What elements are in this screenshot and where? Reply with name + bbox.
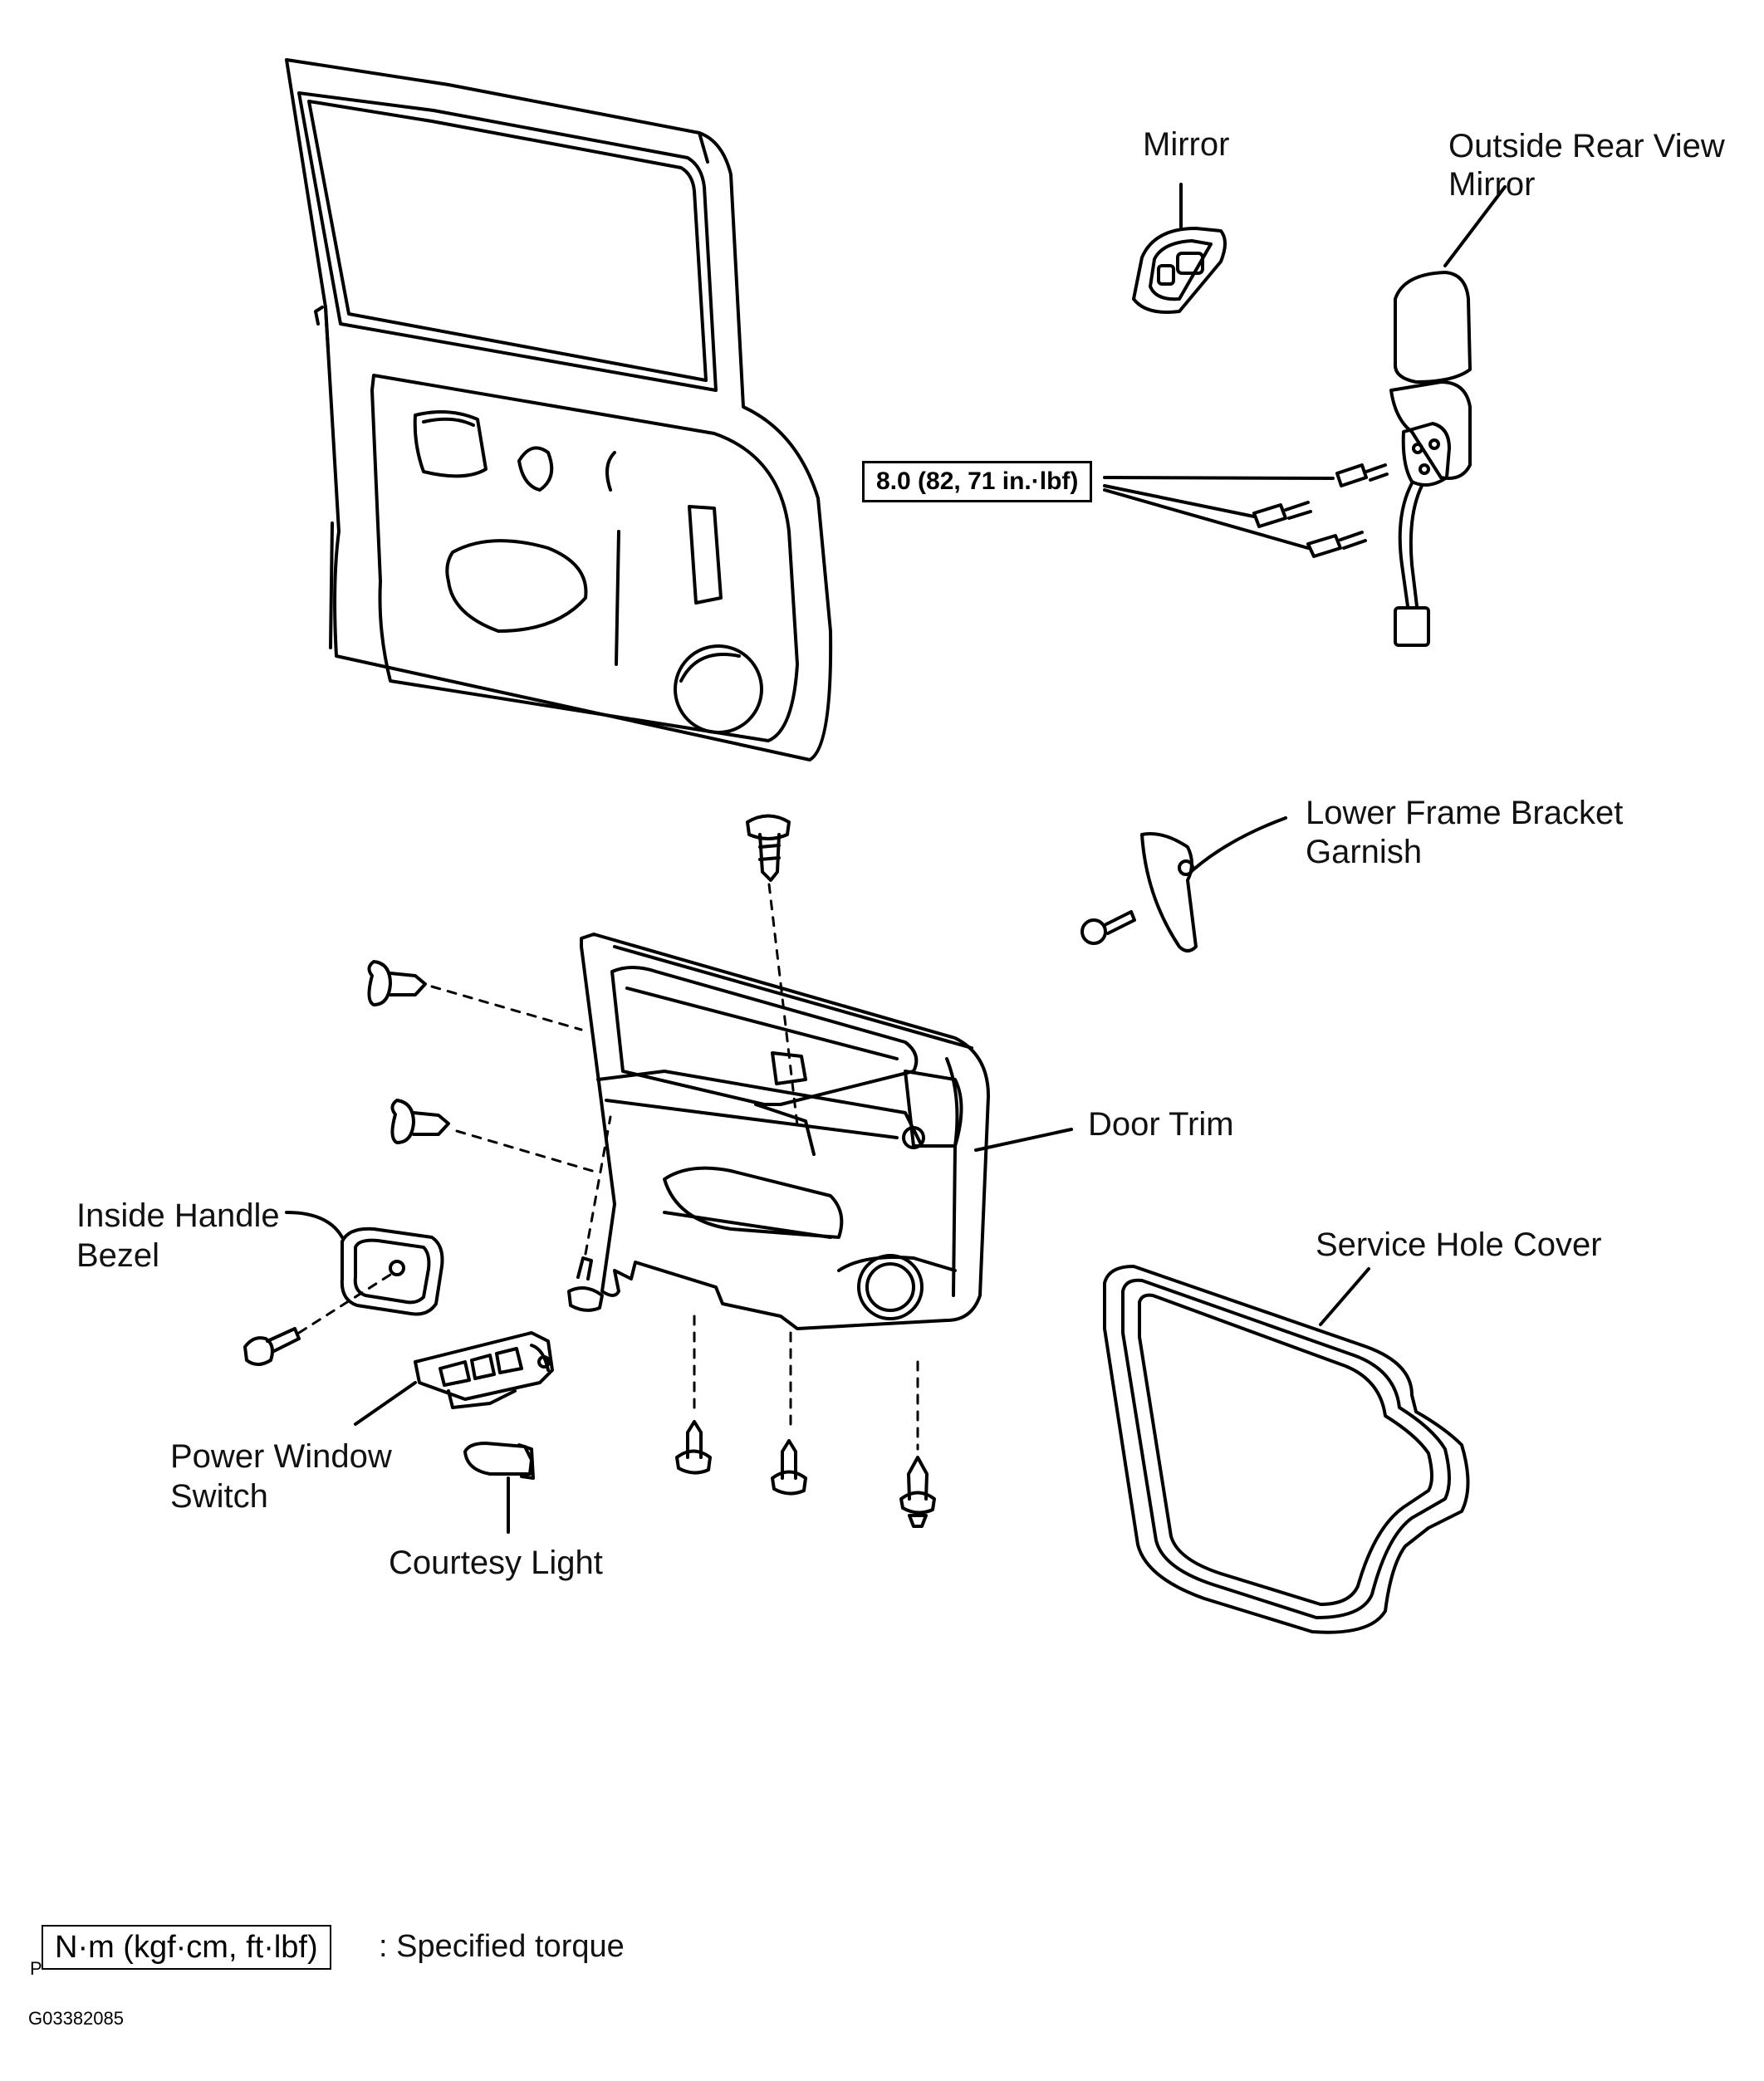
outside-rear-view-mirror bbox=[1389, 185, 1507, 647]
mirror-bolts bbox=[1103, 463, 1389, 558]
trim-screw-left bbox=[567, 1115, 612, 1312]
label-power-window-switch-line1: Power Window bbox=[170, 1438, 392, 1475]
figure-code: G03382085 bbox=[28, 2008, 124, 2029]
trim-clip-lower bbox=[390, 1099, 600, 1174]
top-clip-screw bbox=[746, 814, 799, 1127]
label-inside-handle-bezel-line2: Bezel bbox=[76, 1237, 160, 1274]
power-window-switch bbox=[354, 1331, 554, 1426]
courtesy-light bbox=[463, 1442, 535, 1534]
label-courtesy-light: Courtesy Light bbox=[389, 1545, 603, 1581]
lower-frame-bracket-garnish bbox=[1080, 816, 1287, 952]
label-door-trim: Door Trim bbox=[1088, 1106, 1234, 1143]
label-mirror: Mirror bbox=[1143, 126, 1230, 163]
trim-clip-bottom-3 bbox=[899, 1360, 936, 1528]
service-hole-cover bbox=[1103, 1265, 1470, 1634]
door-trim-panel bbox=[580, 933, 1073, 1330]
trim-clip-upper bbox=[367, 960, 583, 1031]
trim-screw-bottom-1 bbox=[675, 1315, 712, 1475]
label-outside-rear-view-mirror-line1: Outside Rear View bbox=[1448, 128, 1725, 164]
legend-marker: P bbox=[30, 1958, 42, 1979]
label-service-hole-cover: Service Hole Cover bbox=[1316, 1227, 1602, 1263]
label-lower-frame-bracket-garnish-line1: Lower Frame Bracket bbox=[1306, 795, 1624, 831]
label-outside-rear-view-mirror-line2: Mirror bbox=[1448, 166, 1536, 203]
label-lower-frame-bracket-garnish-line2: Garnish bbox=[1306, 834, 1423, 870]
torque-spec-mirror-bolts: 8.0 (82, 71 in.·lbf) bbox=[862, 461, 1093, 502]
legend-torque-description: : Specified torque bbox=[379, 1929, 625, 1964]
inside-handle-bezel bbox=[243, 1211, 444, 1366]
label-inside-handle-bezel-line1: Inside Handle bbox=[76, 1197, 280, 1234]
mirror-glass bbox=[1132, 227, 1227, 314]
door-panel bbox=[285, 58, 833, 761]
label-power-window-switch-line2: Switch bbox=[170, 1478, 268, 1515]
trim-screw-bottom-2 bbox=[771, 1331, 807, 1496]
legend-torque-unit-box: N·m (kgf·cm, ft·lbf) bbox=[42, 1925, 331, 1970]
